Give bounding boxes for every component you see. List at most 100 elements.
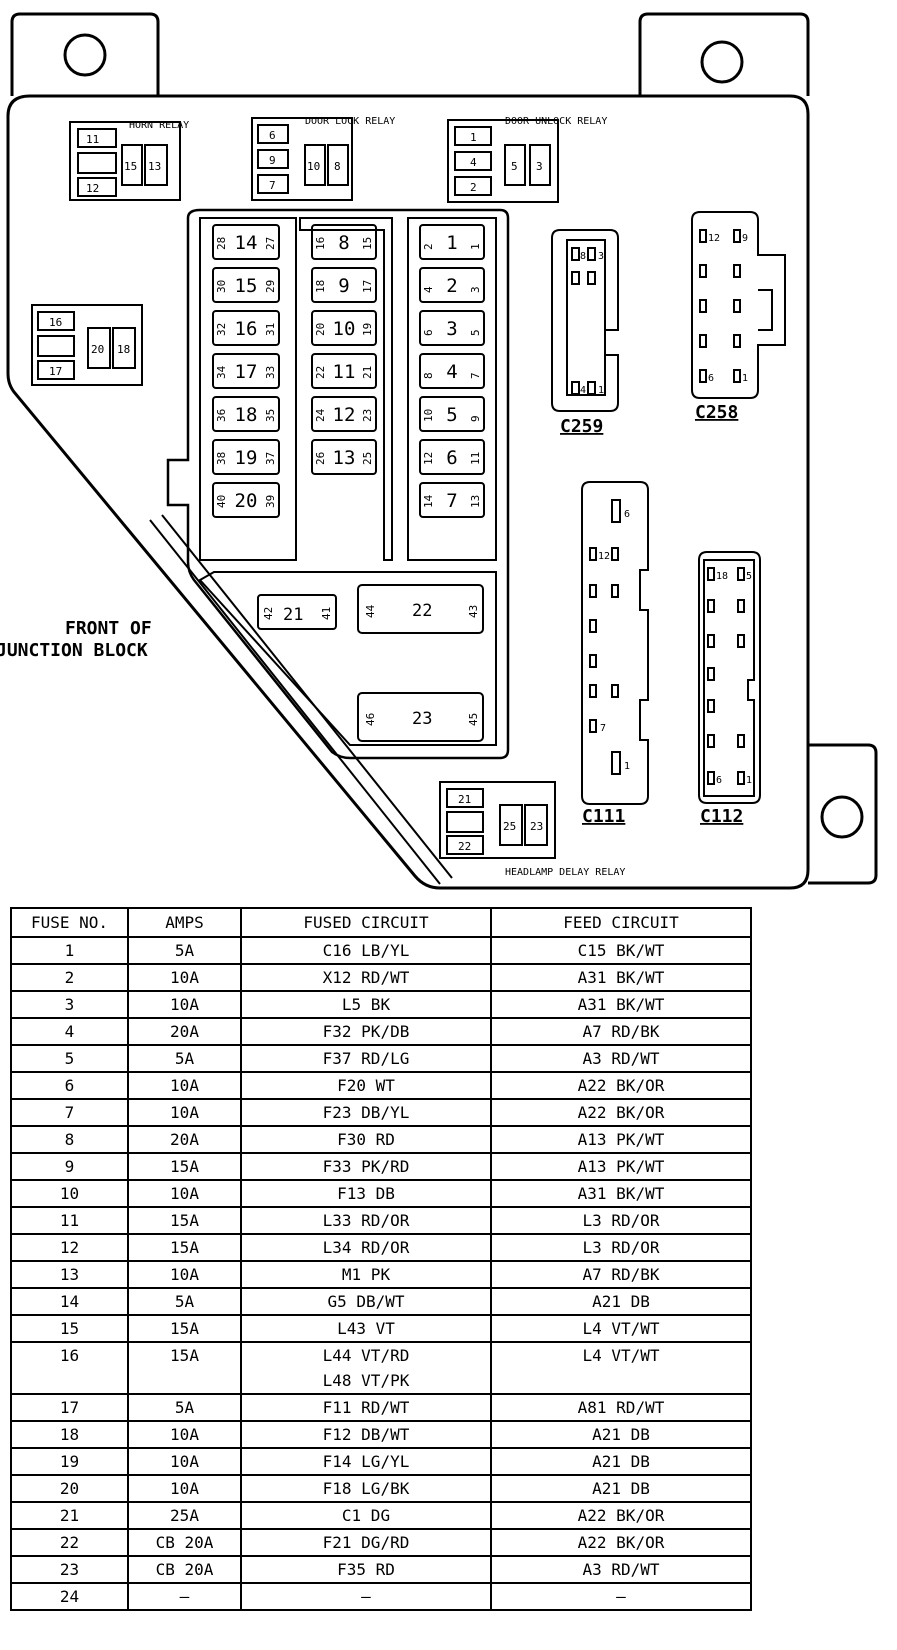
feed-circuit-cell: A22 BK/OR xyxy=(490,1501,752,1530)
fused-circuit-cell: F20 WT xyxy=(240,1071,492,1100)
amps-cell: 10A xyxy=(127,1071,242,1100)
svg-text:9: 9 xyxy=(269,154,276,167)
svg-text:44: 44 xyxy=(364,604,377,618)
fused-circuit-cell: L5 BK xyxy=(240,990,492,1019)
fuse-terminal: 8 xyxy=(422,372,435,379)
fuse-terminal: 11 xyxy=(469,452,482,465)
fuse-no-cell: 23 xyxy=(10,1555,129,1584)
feed-circuit-cell: A3 RD/WT xyxy=(490,1555,752,1584)
fused-circuit-cell: F30 RD xyxy=(240,1125,492,1154)
svg-text:12: 12 xyxy=(708,233,720,244)
fuse-terminal: 5 xyxy=(469,329,482,336)
fused-circuit-cell: F33 PK/RD xyxy=(240,1152,492,1181)
feed-circuit-cell: A21 DB xyxy=(490,1287,752,1316)
amps-cell: 5A xyxy=(127,1044,242,1073)
amps-cell: 10A xyxy=(127,1474,242,1503)
svg-text:42: 42 xyxy=(262,607,275,620)
svg-text:41: 41 xyxy=(320,607,333,620)
fuse-number: 7 xyxy=(446,490,457,512)
fuse-no-cell: 7 xyxy=(10,1098,129,1127)
fuse-no-cell: 13 xyxy=(10,1260,129,1289)
svg-text:1: 1 xyxy=(598,385,604,396)
feed-circuit-cell: A13 PK/WT xyxy=(490,1152,752,1181)
svg-text:22: 22 xyxy=(412,601,432,621)
horn-relay: HORN RELAY 11 12 15 13 xyxy=(69,120,189,201)
svg-text:45: 45 xyxy=(467,713,480,726)
svg-text:6: 6 xyxy=(716,775,722,786)
fuse-no-cell: 9 xyxy=(10,1152,129,1181)
amps-cell: 15A xyxy=(127,1233,242,1262)
feed-circuit-cell: A22 BK/OR xyxy=(490,1071,752,1100)
fuse-no-cell: 16 xyxy=(10,1341,129,1395)
svg-text:1: 1 xyxy=(742,373,748,384)
fuse-terminal: 32 xyxy=(215,323,228,336)
connector-c258-label: C258 xyxy=(695,402,738,423)
svg-text:5: 5 xyxy=(511,160,518,173)
fused-circuit-cell: F21 DG/RD xyxy=(240,1528,492,1557)
fuse-number: 9 xyxy=(338,275,349,297)
fuse-terminal: 20 xyxy=(314,323,327,336)
svg-text:21: 21 xyxy=(458,793,471,806)
door-unlock-relay-label: DOOR UNLOCK RELAY xyxy=(505,116,607,127)
amps-cell: 20A xyxy=(127,1017,242,1046)
connector-c111-label: C111 xyxy=(582,806,625,827)
header-amps: AMPS xyxy=(127,907,242,938)
svg-text:6: 6 xyxy=(624,509,630,520)
fused-circuit-cell: F12 DB/WT xyxy=(240,1420,492,1449)
front-label-line1: FRONT OF xyxy=(65,618,152,639)
fuse-number: 13 xyxy=(333,447,356,469)
svg-text:1: 1 xyxy=(470,131,477,144)
fuse-no-cell: 24 xyxy=(10,1582,129,1611)
amps-cell: 15A xyxy=(127,1152,242,1181)
fuse-terminal: 9 xyxy=(469,415,482,422)
svg-text:3: 3 xyxy=(536,160,543,173)
fuse-terminal: 40 xyxy=(215,495,228,508)
feed-circuit-cell: A21 DB xyxy=(490,1474,752,1503)
fuse-terminal: 24 xyxy=(314,408,327,422)
fuse-terminal: 28 xyxy=(215,237,228,250)
fuse-number: 17 xyxy=(235,361,258,383)
fuse-no-cell: 15 xyxy=(10,1314,129,1343)
svg-text:4: 4 xyxy=(580,385,586,396)
svg-text:1: 1 xyxy=(624,761,630,772)
fuse-table-header: FUSE NO. AMPS FUSED CIRCUIT FEED CIRCUIT xyxy=(10,907,752,938)
headlamp-delay-relay-label: HEADLAMP DELAY RELAY xyxy=(505,867,625,878)
feed-circuit-cell: A21 DB xyxy=(490,1447,752,1476)
svg-text:2: 2 xyxy=(470,181,477,194)
fuse-no-cell: 12 xyxy=(10,1233,129,1262)
side-relay: 16 17 20 18 xyxy=(31,304,143,386)
amps-cell: CB 20A xyxy=(127,1555,242,1584)
fuse-terminal: 25 xyxy=(361,452,374,465)
junction-block-diagram: HORN RELAY 11 12 15 13 DOOR LOCK RELAY 6… xyxy=(0,12,878,890)
svg-text:18: 18 xyxy=(117,343,130,356)
fuse-terminal: 29 xyxy=(264,280,277,293)
fuse-number: 1 xyxy=(446,232,457,254)
svg-text:15: 15 xyxy=(124,160,137,173)
feed-circuit-cell: A31 BK/WT xyxy=(490,1179,752,1208)
fuse-no-cell: 20 xyxy=(10,1474,129,1503)
fuse-terminal: 18 xyxy=(314,280,327,293)
feed-circuit-cell: L4 VT/WT xyxy=(490,1314,752,1343)
svg-text:1: 1 xyxy=(746,775,752,786)
connector-c112-label: C112 xyxy=(700,806,743,827)
fuse-number: 3 xyxy=(446,318,457,340)
fused-circuit-cell: F18 LG/BK xyxy=(240,1474,492,1503)
fuse-number: 4 xyxy=(446,361,457,383)
